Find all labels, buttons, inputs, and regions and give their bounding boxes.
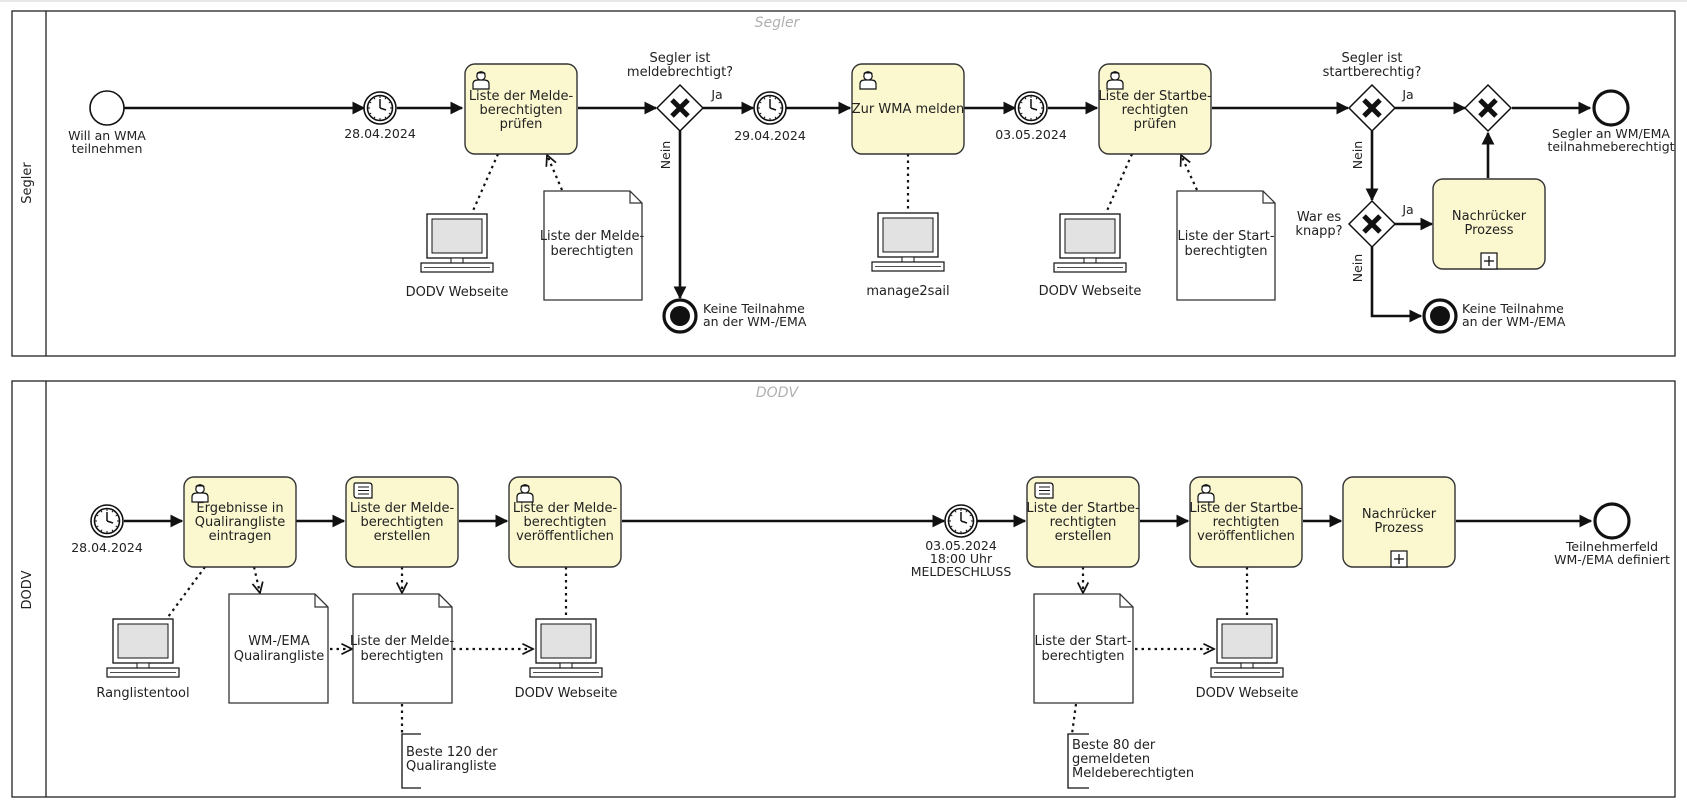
svg-text:Nein: Nein — [1350, 141, 1365, 169]
svg-text:Ja: Ja — [1401, 202, 1413, 217]
segler-document-liste-start: Liste der Start-berechtigten — [1176, 190, 1276, 301]
lane-title-segler: Segler — [755, 15, 801, 31]
svg-text:29.04.2024: 29.04.2024 — [734, 128, 806, 143]
svg-text:manage2sail: manage2sail — [866, 284, 949, 299]
dodv-system-dodv-webseite-2: DODV Webseite — [1196, 618, 1299, 701]
svg-text:DODV Webseite: DODV Webseite — [406, 285, 509, 300]
svg-text:Nein: Nein — [1350, 254, 1365, 282]
svg-text:Nein: Nein — [658, 141, 673, 169]
lane-title-dodv: DODV — [756, 385, 800, 401]
svg-text:DODV Webseite: DODV Webseite — [1196, 686, 1299, 701]
segler-task-zur-wma-melden[interactable]: Zur WMA melden — [851, 63, 965, 155]
svg-text:28.04.2024: 28.04.2024 — [71, 540, 143, 555]
segler-system-dodv-webseite-1: DODV Webseite — [406, 213, 509, 300]
pool-segler: Segler Segler — [11, 10, 1676, 357]
pool-dodv: DODV DODV — [11, 380, 1676, 798]
dodv-system-dodv-webseite-1: DODV Webseite — [515, 618, 618, 701]
dodv-document-liste-melde: Liste der Melde-berechtigten — [350, 593, 455, 704]
dodv-document-liste-start: Liste der Start-berechtigten — [1033, 593, 1134, 704]
segler-associations — [470, 154, 1199, 214]
lane-side-label-dodv: DODV — [20, 570, 35, 609]
segler-document-liste-melde: Liste der Melde-berechtigten — [540, 190, 645, 301]
segler-timer-2: 29.04.2024 — [734, 91, 806, 143]
svg-text:DODV Webseite: DODV Webseite — [515, 686, 618, 701]
svg-text:Liste der Start-berechtigten: Liste der Start-berechtigten — [1034, 634, 1131, 664]
svg-text:Liste der Start-berechtigten: Liste der Start-berechtigten — [1177, 229, 1274, 259]
dodv-associations — [167, 566, 1249, 735]
svg-text:DODV Webseite: DODV Webseite — [1039, 284, 1142, 299]
svg-text:Liste der Melde-berechtigten: Liste der Melde-berechtigten — [350, 634, 455, 664]
segler-sequence-flows — [124, 101, 1592, 323]
segler-timer-3: 03.05.2024 — [995, 91, 1067, 142]
dodv-system-ranglistentool: Ranglistentool — [96, 618, 190, 701]
svg-text:Ja: Ja — [710, 87, 722, 102]
svg-text:Liste der Melde-berechtigten: Liste der Melde-berechtigten — [540, 229, 645, 259]
svg-text:Ja: Ja — [1401, 87, 1413, 102]
svg-text:28.04.2024: 28.04.2024 — [344, 126, 416, 141]
dodv-start-timer: 28.04.2024 — [71, 504, 143, 555]
svg-text:03.05.2024: 03.05.2024 — [995, 127, 1067, 142]
lane-side-label-segler: Segler — [20, 162, 35, 204]
svg-text:Ranglistentool: Ranglistentool — [96, 686, 189, 701]
segler-system-manage2sail: manage2sail — [866, 212, 950, 299]
segler-system-dodv-webseite-2: DODV Webseite — [1039, 213, 1142, 299]
svg-text:Zur WMA melden: Zur WMA melden — [852, 102, 964, 117]
segler-timer-1: 28.04.2024 — [344, 91, 416, 141]
